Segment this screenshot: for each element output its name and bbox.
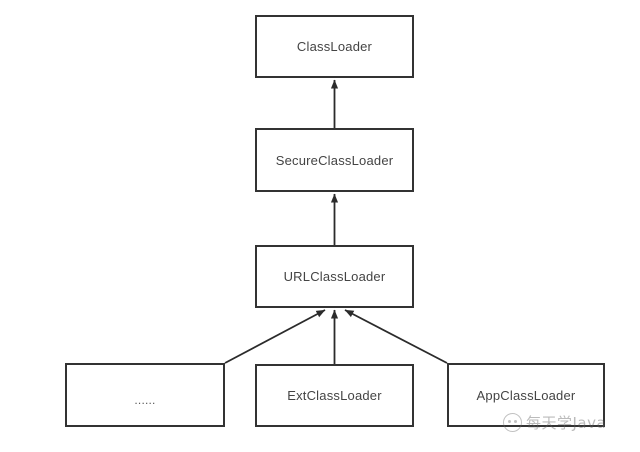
node-others[interactable]: ...... — [65, 363, 225, 427]
node-label-others: ...... — [134, 393, 156, 407]
edge-others-to-url — [224, 309, 326, 364]
node-classloader[interactable]: ClassLoader — [255, 15, 414, 78]
node-label-secureclassloader: SecureClassLoader — [275, 152, 394, 168]
node-label-classloader: ClassLoader — [296, 39, 373, 54]
node-extclassloader[interactable]: ExtClassLoader — [255, 364, 414, 427]
node-label-extclassloader: ExtClassLoader — [287, 388, 382, 403]
node-appclassloader[interactable]: AppClassLoader — [447, 363, 605, 427]
node-label-urlclassloader: URLClassLoader — [283, 269, 386, 284]
node-secureclassloader[interactable]: SecureClassLoader — [255, 128, 414, 192]
edge-app-to-url — [344, 309, 448, 364]
node-label-appclassloader: AppClassLoader — [476, 387, 576, 403]
node-urlclassloader[interactable]: URLClassLoader — [255, 245, 414, 308]
